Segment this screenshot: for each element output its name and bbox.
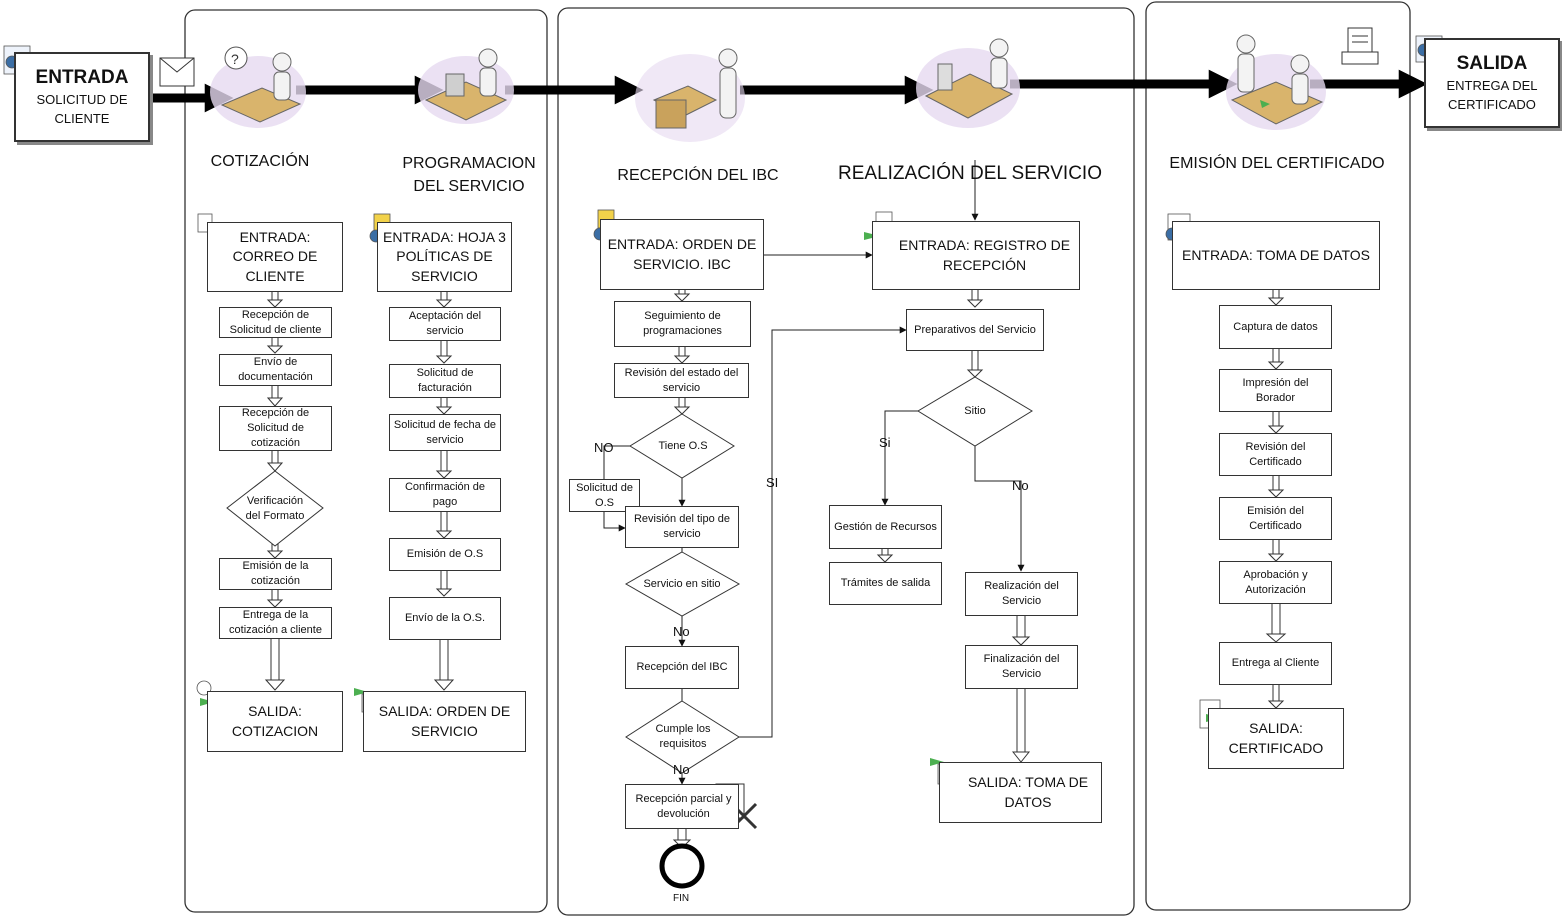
recepcion-ibc: Recepción del IBC	[625, 646, 739, 689]
stage-title-recepcion: RECEPCIÓN DEL IBC	[617, 167, 779, 184]
cotizacion-step-3: Recepción de Solicitud de cotización	[219, 406, 332, 451]
document-tray-icon	[1341, 27, 1379, 65]
recepcion-step-1: Seguimiento de programaciones	[614, 301, 751, 347]
realizacion-salida: SALIDA: TOMA DE DATOS	[939, 762, 1102, 823]
cotizacion-step-4: Emisión de la cotización	[219, 558, 332, 590]
stage-illustrations: ?	[210, 34, 1326, 142]
programacion-step-3: Solicitud de fecha de servicio	[389, 414, 501, 451]
stage-title-programacion: PROGRAMACION DEL SERVICIO	[402, 155, 536, 196]
recepcion-decision-1-text: Tiene O.S	[658, 439, 708, 452]
emision-step-6: Entrega al Cliente	[1219, 642, 1332, 685]
entrada-title: ENTRADA	[35, 67, 129, 89]
recepcion-si: SI	[766, 475, 779, 490]
realizacion-si: Si	[879, 435, 891, 450]
realizacion-decision-text: Sitio	[964, 404, 986, 417]
programacion-salida: SALIDA: ORDEN DE SERVICIO	[363, 691, 526, 752]
realizacion-tramites: Trámites de salida	[829, 562, 942, 605]
decision-verificacion	[226, 470, 324, 547]
emision-salida: SALIDA: CERTIFICADO	[1208, 708, 1344, 769]
stage-title-cotizacion: COTIZACIÓN	[210, 153, 310, 170]
emision-step-5: Aprobación y Autorización	[1219, 561, 1332, 604]
entrada-subtitle: SOLICITUD DE CLIENTE	[36, 91, 128, 126]
cotizacion-salida: SALIDA: COTIZACION	[207, 691, 343, 752]
emision-step-1: Captura de datos	[1219, 305, 1332, 349]
recepcion-no-1: NO	[594, 440, 614, 455]
recepcion-decision-2-text: Servicio en sitio	[643, 577, 721, 590]
recepcion-revision-tipo: Revisión del tipo de servicio	[625, 506, 739, 548]
programacion-step-2: Solicitud de facturación	[389, 364, 501, 398]
programacion-step-1: Aceptación del servicio	[389, 307, 501, 341]
lane-emision	[1145, 1, 1411, 911]
stage-title-emision: EMISIÓN DEL CERTIFICADO	[1169, 155, 1385, 172]
realizacion-no: No	[1012, 478, 1029, 493]
realizacion-finalizacion: Finalización del Servicio	[965, 645, 1078, 689]
stage-title-realizacion: REALIZACIÓN DEL SERVICIO	[838, 163, 1102, 184]
end-circle	[659, 843, 705, 889]
programacion-entrada: ENTRADA: HOJA 3 POLÍTICAS DE SERVICIO	[377, 222, 512, 292]
salida-subtitle: ENTREGA DEL CERTIFICADO	[1446, 77, 1538, 112]
recepcion-no-2: No	[673, 624, 690, 639]
lane-cotizacion-programacion	[184, 9, 548, 913]
recepcion-fin: FIN	[673, 893, 690, 904]
salida-box: SALIDA ENTREGA DEL CERTIFICADO	[1424, 38, 1560, 128]
programacion-step-5: Emisión de O.S	[389, 538, 501, 571]
envelope-icon	[159, 57, 195, 87]
emision-entrada: ENTRADA: TOMA DE DATOS	[1172, 221, 1380, 290]
cotizacion-entrada: ENTRADA: CORREO DE CLIENTE	[207, 222, 343, 292]
emision-step-2: Impresión del Borador	[1219, 369, 1332, 412]
recepcion-entrada: ENTRADA: ORDEN DE SERVICIO. IBC	[600, 219, 764, 290]
salida-title: SALIDA	[1456, 53, 1528, 75]
recepcion-decision-3-text: Cumple los requisitos	[655, 723, 711, 750]
lane-recepcion-realizacion	[557, 7, 1135, 916]
programacion-step-4: Confirmación de pago	[389, 478, 501, 512]
realizacion-preparativos: Preparativos del Servicio	[906, 309, 1044, 351]
programacion-step-6: Envío de la O.S.	[389, 597, 501, 640]
recepcion-step-2: Revisión del estado del servicio	[614, 363, 749, 398]
cotizacion-step-2: Envío de documentación	[219, 354, 332, 386]
recepcion-no-3: No	[673, 762, 690, 777]
realizacion-entrada: ENTRADA: REGISTRO DE RECEPCIÓN	[872, 221, 1080, 290]
cotizacion-step-5: Entrega de la cotización a cliente	[219, 607, 332, 639]
entrada-box: ENTRADA SOLICITUD DE CLIENTE	[14, 52, 150, 142]
svg-text:?: ?	[231, 51, 239, 67]
realizacion-gestion: Gestión de Recursos	[829, 505, 942, 549]
emision-step-4: Emisión del Certificado	[1219, 497, 1332, 540]
realizacion-servicio: Realización del Servicio	[965, 572, 1078, 616]
cotizacion-step-1: Recepción de Solicitud de cliente	[219, 307, 332, 338]
emision-step-3: Revisión del Certificado	[1219, 433, 1332, 476]
cotizacion-decision-text: Verificación del Formato	[245, 495, 305, 522]
recepcion-devolucion: Recepción parcial y devolución	[625, 784, 739, 829]
